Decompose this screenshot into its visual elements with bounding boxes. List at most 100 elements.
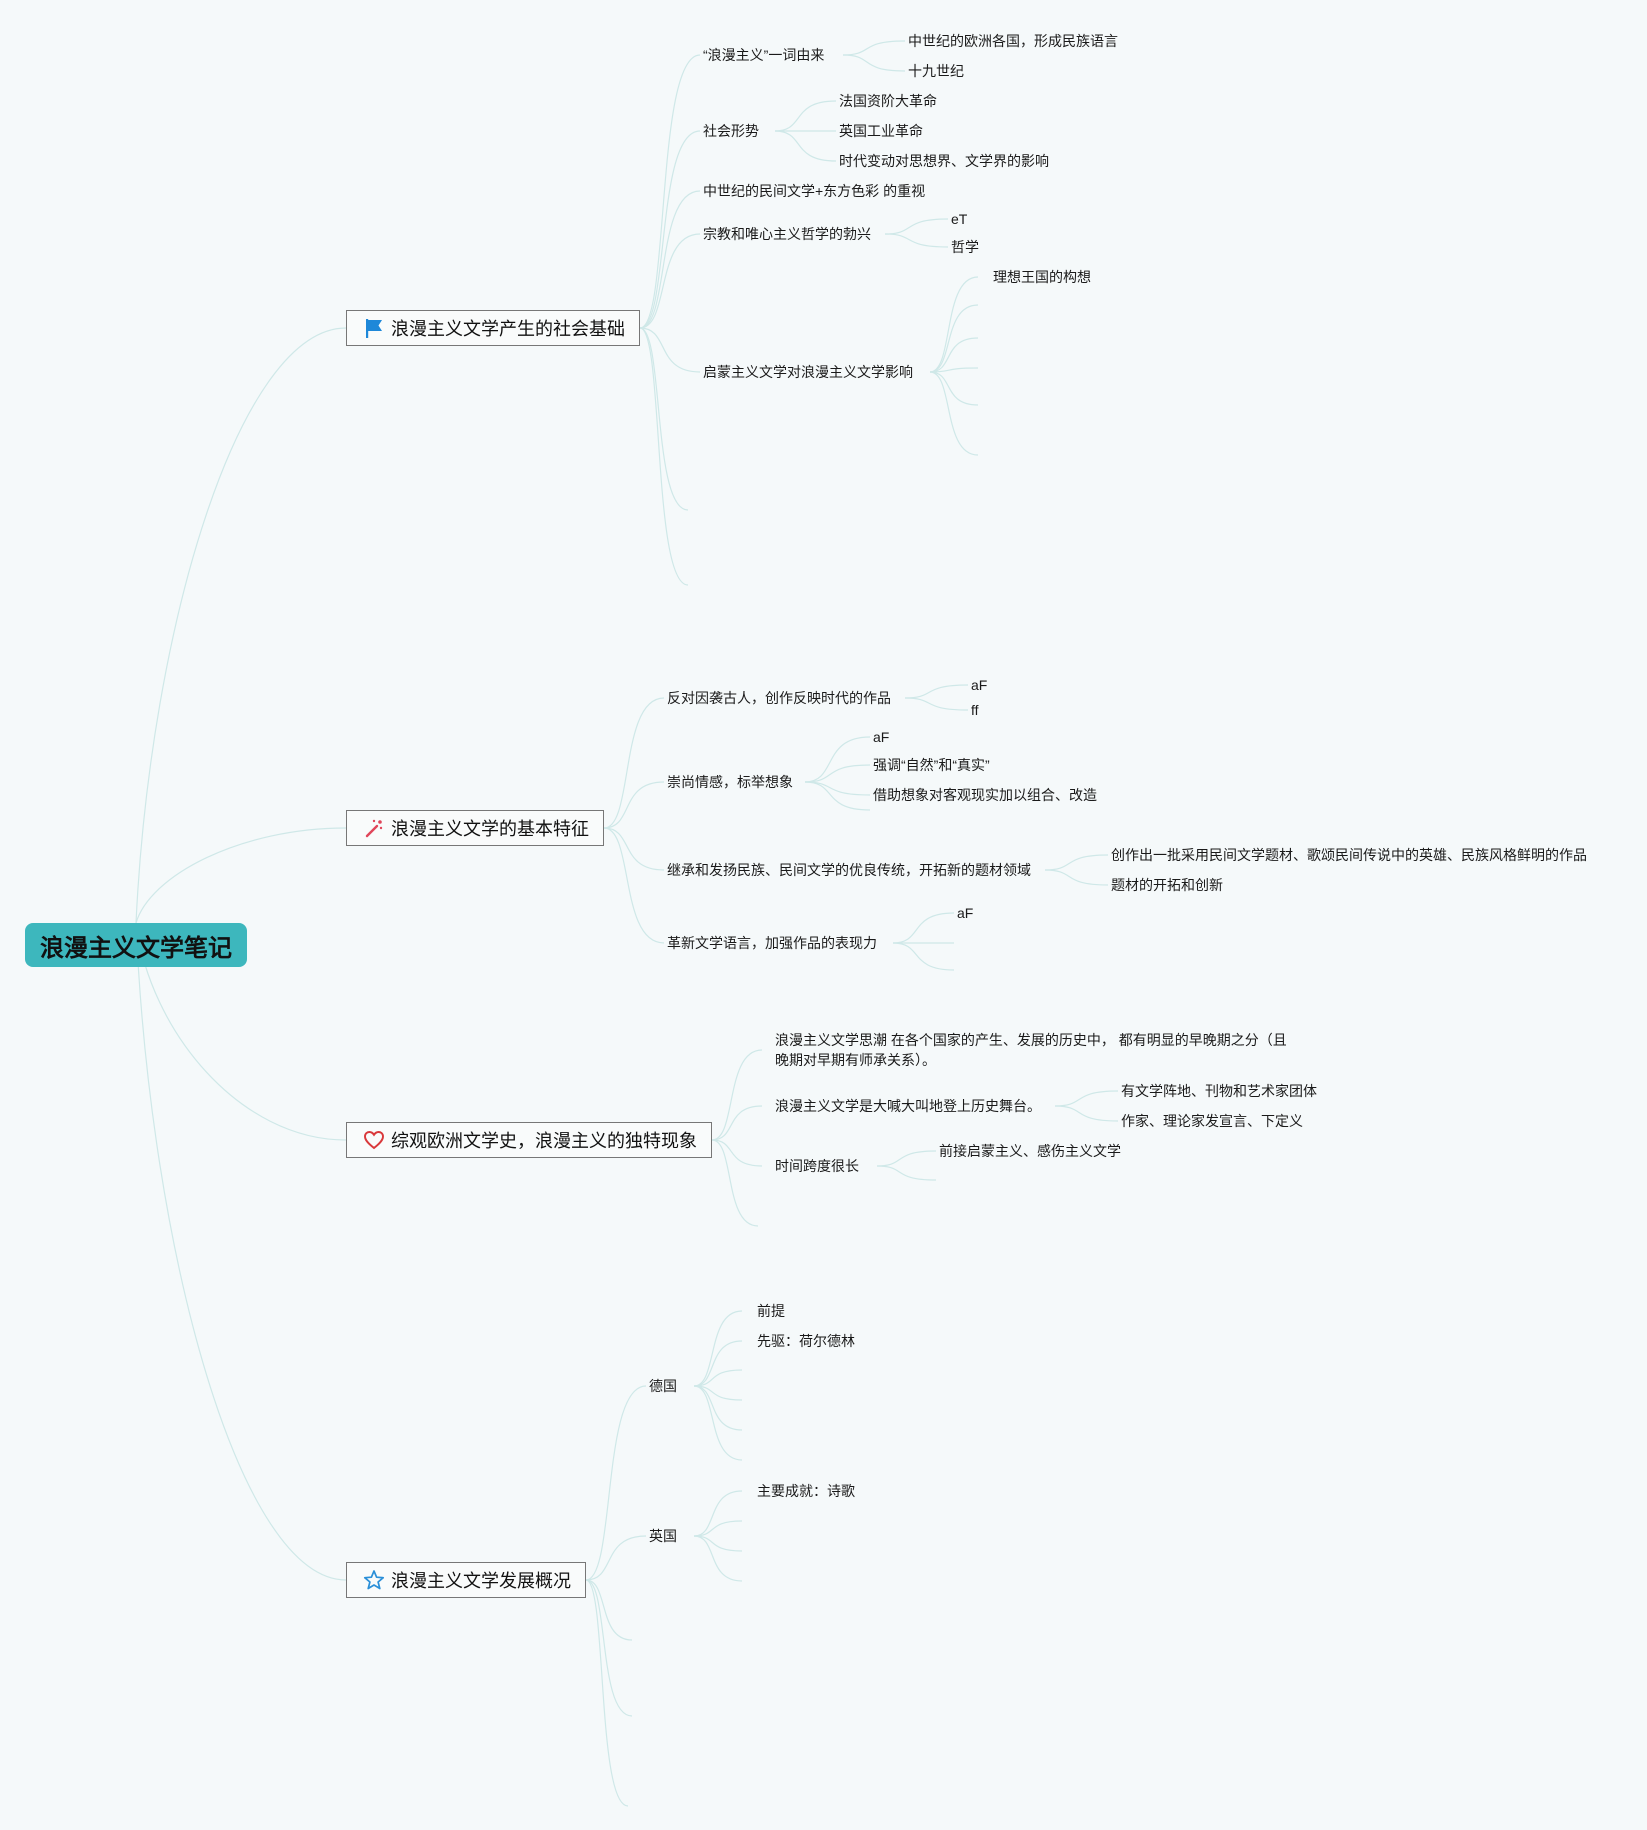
connector-line: [585, 1579, 629, 1807]
connector-line: [711, 1049, 763, 1141]
topic-oppose-imitation[interactable]: 反对因袭古人，创作反映时代的作品: [667, 690, 891, 706]
connector-line: [929, 276, 979, 373]
subtopic[interactable]: 作家、理论家发宣言、下定义: [1121, 1113, 1303, 1129]
branch-label: 浪漫主义文学发展概况: [391, 1571, 571, 1591]
connector-line: [711, 1139, 759, 1227]
topic-term-origin[interactable]: “浪漫主义”一词由来: [703, 47, 825, 63]
flag-icon: [363, 317, 385, 339]
topic-germany[interactable]: 德国: [649, 1378, 677, 1394]
connector-line: [892, 942, 955, 971]
connector-line: [1054, 1105, 1119, 1122]
connector-line: [804, 781, 871, 796]
connector-line: [603, 697, 665, 829]
connector-line: [904, 697, 969, 711]
subtopic[interactable]: aF: [957, 905, 974, 921]
connector-line: [929, 371, 979, 456]
connector-line: [603, 827, 665, 944]
topic-early-late-periods[interactable]: 浪漫主义文学思潮 在各个国家的产生、发展的历史中， 都有明显的早晚期之分（且晚期…: [775, 1032, 1287, 1068]
connector-line: [774, 100, 837, 132]
subtopic[interactable]: 理想王国的构想: [993, 269, 1091, 285]
connector-line: [585, 1579, 633, 1641]
subtopic[interactable]: 有文学阵地、刊物和艺术家团体: [1121, 1083, 1317, 1099]
connector-line: [884, 233, 949, 248]
connector-line: [1044, 869, 1109, 886]
connector-line: [585, 1579, 633, 1717]
subtopic[interactable]: 前提: [757, 1303, 785, 1319]
subtopic[interactable]: 哲学: [951, 239, 979, 255]
connector-line: [639, 233, 701, 329]
topic-medieval-folk[interactable]: 中世纪的民间文学+东方色彩 的重视: [703, 183, 926, 199]
branch-label: 浪漫主义文学的基本特征: [391, 819, 589, 839]
topic-social-situation[interactable]: 社会形势: [703, 123, 759, 139]
connector-line: [639, 54, 701, 329]
connector-line: [842, 54, 906, 72]
subtopic[interactable]: 十九世纪: [908, 63, 964, 79]
root-topic[interactable]: 浪漫主义文学笔记: [25, 923, 247, 967]
connector-line: [693, 1369, 743, 1387]
heart-icon: [363, 1129, 385, 1151]
topic-long-timespan[interactable]: 时间跨度很长: [775, 1158, 859, 1174]
connector-line: [876, 1150, 937, 1167]
subtopic[interactable]: 强调“自然”和“真实”: [873, 757, 990, 773]
connector-line: [711, 1139, 763, 1167]
connector-line: [693, 1520, 743, 1537]
subtopic[interactable]: 主要成就：诗歌: [757, 1483, 855, 1499]
branch-basic-features[interactable]: 浪漫主义文学的基本特征: [346, 810, 604, 846]
branch-development[interactable]: 浪漫主义文学发展概况: [346, 1562, 586, 1598]
connector-line: [774, 130, 837, 162]
branch-label: 综观欧洲文学史，浪漫主义的独特现象: [391, 1131, 697, 1151]
connector-line: [929, 371, 979, 406]
connector-line: [892, 912, 955, 944]
connector-line: [804, 764, 871, 783]
connector-line: [693, 1385, 743, 1431]
subtopic[interactable]: aF: [971, 677, 988, 693]
connector-line: [585, 1385, 647, 1581]
topic-religion-philosophy[interactable]: 宗教和唯心主义哲学的勃兴: [703, 226, 871, 242]
branch-social-basis[interactable]: 浪漫主义文学产生的社会基础: [346, 310, 640, 346]
topic-loud-entrance[interactable]: 浪漫主义文学是大喊大叫地登上历史舞台。: [775, 1098, 1041, 1114]
connector-line: [639, 327, 701, 373]
connector-line: [693, 1490, 743, 1537]
subtopic[interactable]: 中世纪的欧洲各国，形成民族语言: [908, 33, 1118, 49]
subtopic[interactable]: aF: [873, 729, 890, 745]
connector-line: [711, 1105, 763, 1141]
connector-line: [135, 827, 347, 924]
connector-line: [1044, 854, 1109, 871]
subtopic[interactable]: 前接启蒙主义、感伤主义文学: [939, 1143, 1121, 1159]
connector-line: [842, 40, 906, 56]
connector-line: [639, 130, 701, 329]
connector-line: [639, 327, 689, 511]
subtopic[interactable]: 时代变动对思想界、文学界的影响: [839, 153, 1049, 169]
magic-wand-icon: [363, 817, 385, 839]
subtopic[interactable]: eT: [951, 211, 968, 227]
connector-line: [876, 1165, 937, 1181]
connector-line: [603, 781, 665, 829]
connector-line: [804, 736, 871, 783]
connector-line: [639, 327, 689, 586]
subtopic[interactable]: 借助想象对客观现实加以组合、改造: [873, 787, 1097, 803]
subtopic[interactable]: 先驱：荷尔德林: [757, 1333, 855, 1349]
connector-line: [693, 1385, 743, 1461]
topic-emotion-imagination[interactable]: 崇尚情感，标举想象: [667, 774, 793, 790]
connector-line: [135, 922, 347, 1581]
connector-line: [693, 1535, 743, 1582]
subtopic[interactable]: 题材的开拓和创新: [1111, 877, 1223, 893]
subtopic[interactable]: 创作出一批采用民间文学题材、歌颂民间传说中的英雄、民族风格鲜明的作品: [1111, 847, 1587, 863]
connector-line: [929, 304, 979, 373]
topic-folk-tradition[interactable]: 继承和发扬民族、民间文学的优良传统，开拓新的题材领域: [667, 862, 1031, 878]
subtopic[interactable]: 英国工业革命: [839, 123, 923, 139]
topic-england[interactable]: 英国: [649, 1528, 677, 1544]
connector-line: [603, 827, 665, 871]
connector-line: [929, 367, 979, 373]
branch-unique-phenomenon[interactable]: 综观欧洲文学史，浪漫主义的独特现象: [346, 1122, 712, 1158]
connector-line: [804, 781, 871, 811]
connector-line: [639, 190, 701, 329]
connector-line: [693, 1340, 743, 1387]
topic-enlightenment-influence[interactable]: 启蒙主义文学对浪漫主义文学影响: [703, 364, 913, 380]
topic-language-innovation[interactable]: 革新文学语言，加强作品的表现力: [667, 935, 877, 951]
connector-line: [884, 218, 949, 235]
subtopic[interactable]: ff: [971, 702, 979, 718]
connector-line: [135, 327, 347, 924]
subtopic[interactable]: 法国资阶大革命: [839, 93, 937, 109]
